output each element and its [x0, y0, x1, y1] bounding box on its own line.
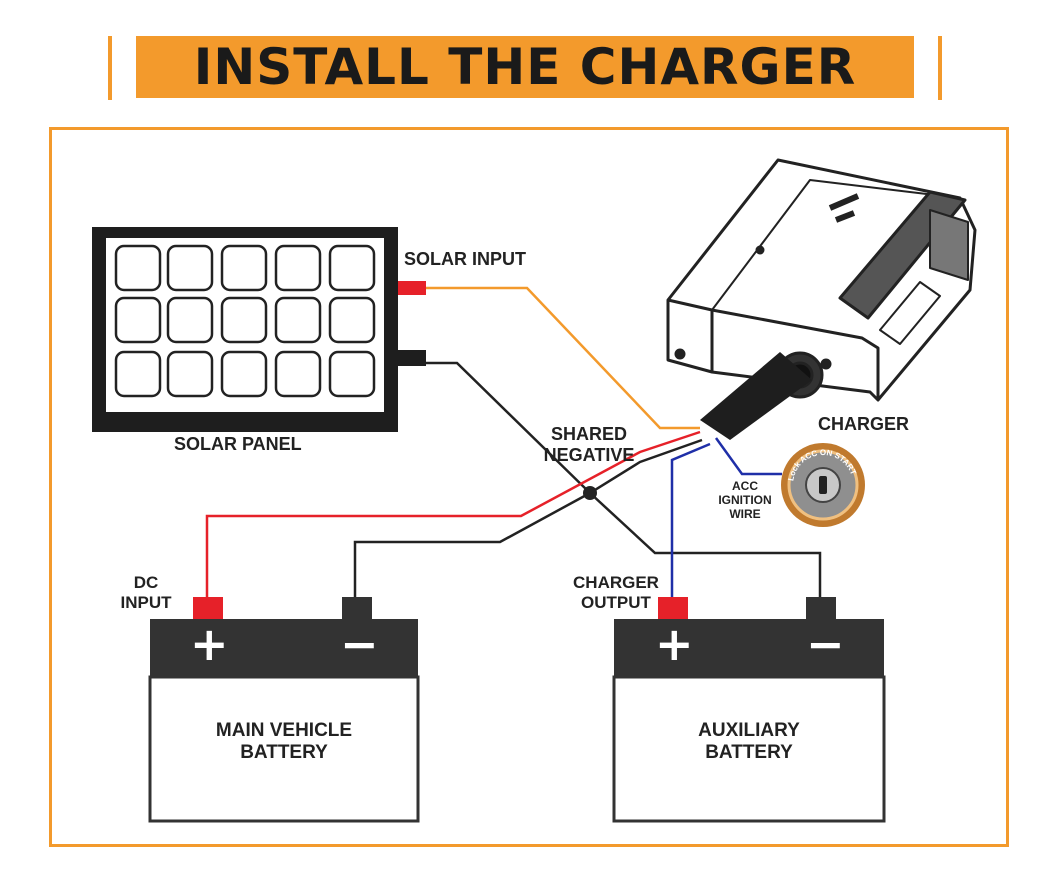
aux-battery-minus-sign: −	[806, 617, 845, 671]
solar-negative-terminal	[398, 350, 426, 366]
main-battery-minus-sign: −	[340, 617, 379, 671]
solar-panel	[92, 227, 398, 432]
title-banner: INSTALL THE CHARGER	[136, 36, 914, 98]
solar-positive-terminal	[398, 281, 426, 295]
dc-input-wire	[205, 430, 701, 600]
aux-battery-line-2: BATTERY	[705, 741, 793, 763]
main-battery-line-1: MAIN VEHICLE	[215, 720, 353, 741]
charger-output-line-2: OUTPUT	[581, 592, 651, 612]
shared-negative-line-2: NEGATIVE	[543, 444, 635, 465]
acc-line-3: WIRE	[729, 506, 761, 521]
shared-negative-junction	[583, 486, 597, 500]
diagram-frame	[49, 127, 1009, 847]
solar-input-wire	[426, 286, 700, 430]
page-title: INSTALL THE CHARGER	[193, 38, 857, 96]
charger-output-wire	[670, 442, 711, 600]
auxiliary-battery	[612, 597, 886, 823]
main-battery-positive-terminal	[193, 597, 223, 619]
main-battery-negative-terminal	[342, 597, 372, 619]
aux-battery-negative-terminal	[806, 597, 836, 619]
main-vehicle-battery	[148, 597, 420, 823]
dc-input-line-2: INPUT	[120, 592, 172, 612]
main-battery-line-2: BATTERY	[240, 741, 328, 763]
title-right-tick	[938, 36, 942, 100]
charger-output-label: CHARGER OUTPUT	[556, 573, 676, 612]
aux-battery-plus-sign: +	[655, 617, 694, 671]
dc-input-line-1: DC	[133, 573, 159, 592]
shared-negative-line-1: SHARED	[550, 424, 627, 444]
solar-input-label: SOLAR INPUT	[404, 249, 527, 269]
dc-input-label: DC INPUT	[108, 573, 184, 612]
charger-cable-boot	[700, 352, 812, 440]
main-battery-plus-sign: +	[190, 617, 229, 671]
main-battery-label: MAIN VEHICLE BATTERY	[150, 720, 418, 764]
solar-panel-label: SOLAR PANEL	[174, 434, 302, 454]
ignition-switch-icon: Lock ACC ON START	[781, 443, 865, 527]
acc-ignition-wire	[714, 437, 782, 476]
title-left-tick	[108, 36, 112, 100]
shared-negative-label: SHARED NEGATIVE	[530, 424, 648, 465]
aux-battery-positive-terminal	[658, 597, 688, 619]
charger-label: CHARGER	[818, 414, 910, 434]
acc-line-2: IGNITION	[718, 492, 772, 507]
charger-unit	[666, 158, 977, 402]
charger-output-line-1: CHARGER	[573, 573, 659, 592]
acc-line-1: ACC	[732, 479, 758, 493]
aux-battery-label: AUXILIARY BATTERY	[614, 720, 884, 764]
aux-battery-line-1: AUXILIARY	[698, 720, 800, 741]
solar-negative-wire	[426, 361, 822, 600]
acc-ignition-wire-label: ACC IGNITION WIRE	[705, 479, 785, 521]
shared-negative-wire	[353, 438, 703, 600]
